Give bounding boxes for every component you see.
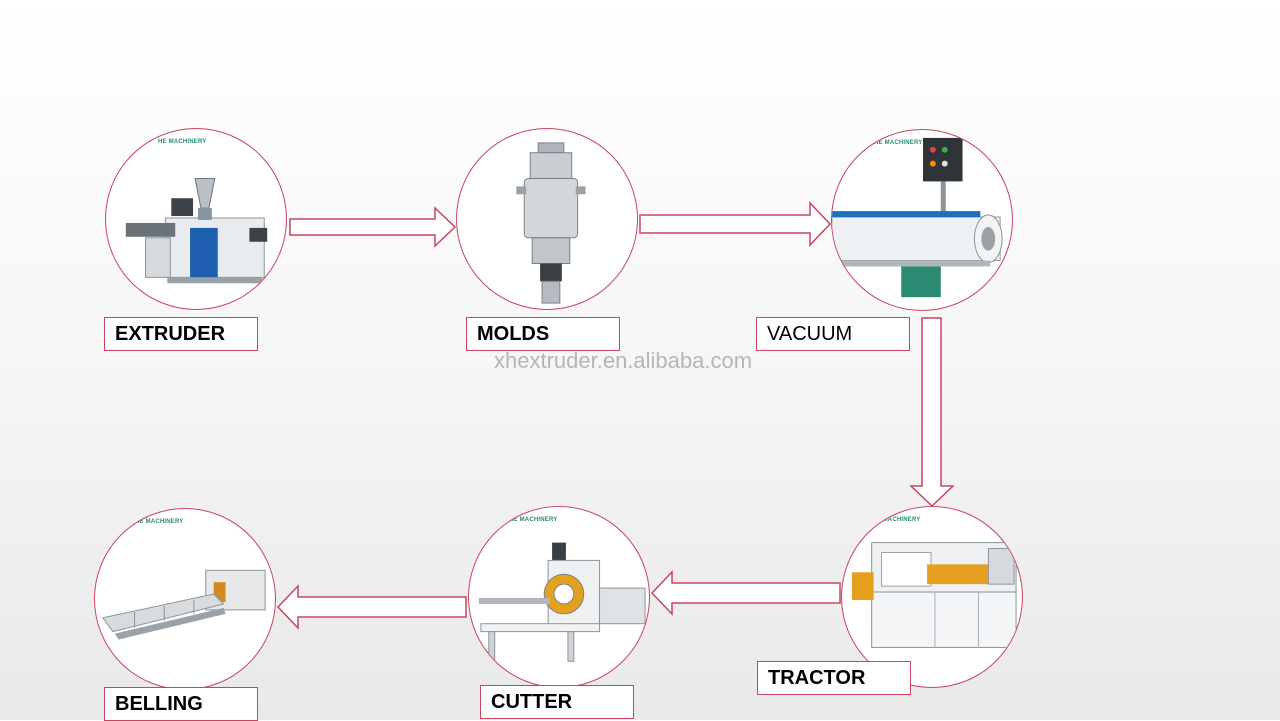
cutter-label: CUTTER bbox=[480, 685, 634, 719]
arrow-tractor-to-cutter bbox=[650, 570, 841, 616]
arrow-extruder-to-molds bbox=[289, 206, 457, 248]
mold-die-icon bbox=[516, 142, 586, 304]
brand-logo: HE MACHINERY bbox=[158, 139, 207, 145]
brand-logo: HE MACHINERY bbox=[874, 140, 923, 146]
tractor-label: TRACTOR bbox=[757, 661, 911, 695]
haul-off-tractor-icon bbox=[851, 542, 1017, 648]
extruder-label: EXTRUDER bbox=[104, 317, 258, 351]
belling-machine-icon bbox=[102, 569, 266, 640]
arrow-cutter-to-belling bbox=[276, 584, 467, 630]
molds-label: MOLDS bbox=[466, 317, 620, 351]
belling-step-circle: HE MACHINERY bbox=[94, 508, 276, 690]
tractor-step-circle: HE MACHINERY bbox=[841, 506, 1023, 688]
vacuum-label: VACUUM bbox=[756, 317, 910, 351]
extruder-step-circle: HE MACHINERY bbox=[105, 128, 287, 310]
brand-logo: HE MACHINERY bbox=[509, 517, 558, 523]
vacuum-tank-icon bbox=[832, 137, 1003, 298]
brand-logo: HE MACHINERY bbox=[872, 517, 921, 523]
cutter-step-circle: HE MACHINERY bbox=[468, 506, 650, 688]
vacuum-step-circle: HE MACHINERY bbox=[831, 129, 1013, 311]
belling-label: BELLING bbox=[104, 687, 258, 721]
molds-step-circle bbox=[456, 128, 638, 310]
brand-logo: HE MACHINERY bbox=[135, 519, 184, 525]
pipe-cutter-icon bbox=[478, 542, 646, 662]
extruder-machine-icon bbox=[125, 177, 268, 284]
arrow-vacuum-to-tractor bbox=[909, 317, 955, 508]
arrow-molds-to-vacuum bbox=[639, 201, 832, 247]
watermark-text: xhextruder.en.alibaba.com bbox=[494, 348, 753, 373]
